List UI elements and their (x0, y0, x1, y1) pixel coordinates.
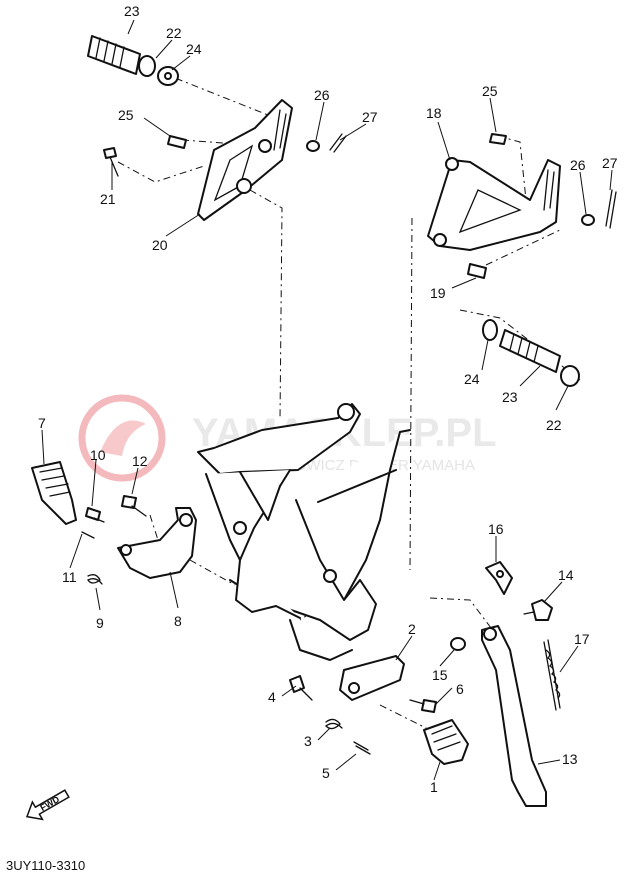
part-number: 5 (322, 765, 330, 781)
part-number: 20 (152, 237, 168, 253)
part-number: 24 (186, 41, 202, 57)
part-number: 23 (124, 3, 140, 19)
forward-arrow: FWD (25, 789, 70, 821)
part-number: 27 (602, 155, 618, 171)
front-footrest-right (289, 637, 469, 765)
part-number: 12 (132, 453, 148, 469)
hardware-top-left (103, 133, 347, 177)
forward-arrow-icon (25, 789, 70, 821)
rear-footrest-right (482, 319, 580, 387)
part-number: 25 (482, 83, 498, 99)
part-number: 22 (546, 417, 562, 433)
part-number: 18 (426, 105, 442, 121)
part-number: 2 (408, 621, 416, 637)
part-number: 26 (314, 87, 330, 103)
part-number: 27 (362, 109, 378, 125)
part-number: 6 (456, 681, 464, 697)
part-number: 19 (430, 285, 446, 301)
part-number: 26 (570, 157, 586, 173)
rear-bracket-right (427, 133, 617, 279)
part-number: 1 (430, 779, 438, 795)
rear-footrest-left (87, 35, 179, 86)
part-number: 11 (62, 569, 77, 585)
part-number: 23 (502, 389, 518, 405)
diagram-code: 3UY110-3310 (6, 858, 85, 873)
part-number: 16 (488, 521, 504, 537)
part-number: 15 (432, 667, 448, 683)
main-frame (197, 403, 411, 661)
watermark-logo-icon (78, 394, 166, 482)
part-number: 21 (100, 191, 116, 207)
part-number: 7 (38, 415, 46, 431)
part-number: 22 (166, 25, 182, 41)
watermark-logo-mark-icon (100, 420, 146, 456)
part-number: 8 (174, 613, 182, 629)
part-number: 24 (464, 371, 480, 387)
part-number: 17 (574, 631, 590, 647)
rear-bracket-left (197, 99, 293, 221)
front-footrest-left (31, 461, 197, 585)
part-number: 10 (90, 447, 106, 463)
leader-lines (41, 19, 613, 781)
part-number: 14 (558, 567, 574, 583)
side-stand (481, 561, 561, 807)
part-number-labels: 23 22 24 25 26 27 21 20 18 25 26 27 19 2… (38, 3, 618, 795)
part-number: 9 (96, 615, 104, 631)
part-number: 3 (304, 733, 312, 749)
part-number: 13 (562, 751, 578, 767)
part-number: 4 (268, 689, 276, 705)
part-number: 25 (118, 107, 134, 123)
